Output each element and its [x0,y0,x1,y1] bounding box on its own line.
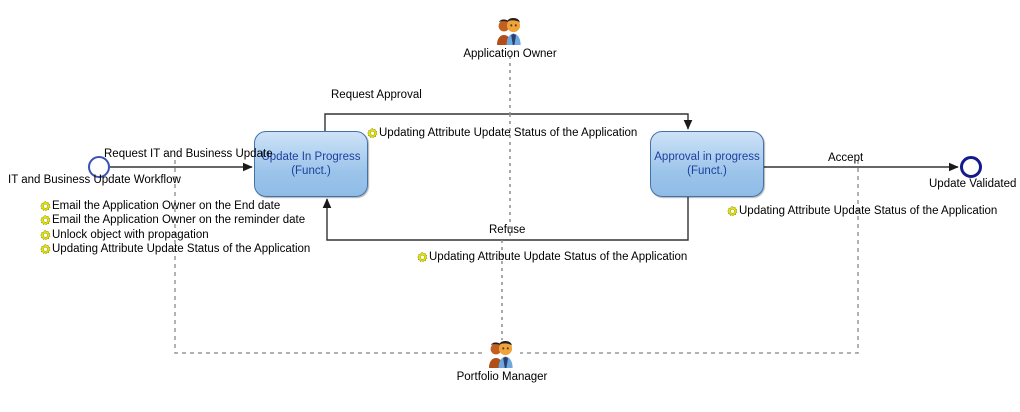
annotation-start-email-reminder-date: Email the Application Owner on the remin… [40,214,305,227]
gear-icon [40,215,51,226]
end-node[interactable] [960,156,982,178]
association-start-to-portfolio-manager [174,160,485,354]
connector-request-approval [324,113,693,131]
edge-label-request-approval: Request Approval [331,89,422,101]
connector-refuse [322,197,689,241]
gear-icon [40,244,51,255]
annotation-text: Unlock object with propagation [52,229,209,241]
start-node-label: IT and Business Update Workflow [8,174,181,186]
annotation-start-email-end-date: Email the Application Owner on the End d… [40,200,280,213]
annotation-refuse-updating-attribute: Updating Attribute Update Status of the … [417,251,687,264]
annotation-text: Email the Application Owner on the End d… [52,200,281,212]
annotation-request-approval-updating-attribute: Updating Attribute Update Status of the … [367,127,637,140]
annotation-text: Updating Attribute Update Status of the … [429,251,688,263]
annotation-start-unlock-object: Unlock object with propagation [40,229,209,242]
edge-label-accept: Accept [828,152,864,164]
activity-approval-in-progress[interactable]: Approval in progress (Funct.) [650,131,764,197]
gear-icon [40,201,51,212]
activity-update-in-progress-label-1: Update In Progress [261,151,361,163]
gear-icon [367,128,378,139]
gear-icon [417,252,428,263]
annotation-text: Updating Attribute Update Status of the … [739,205,998,217]
annotation-text: Updating Attribute Update Status of the … [379,127,638,139]
annotation-start-updating-attribute: Updating Attribute Update Status of the … [40,243,310,256]
actor-portfolio-manager-label: Portfolio Manager [456,371,548,383]
actor-portfolio-manager-icon[interactable] [485,337,519,369]
annotation-text: Updating Attribute Update Status of the … [52,243,311,255]
edge-label-refuse: Refuse [489,224,526,236]
actor-application-owner-label: Application Owner [463,48,557,60]
gear-icon [727,206,738,217]
edge-label-request-it-and-business-update: Request IT and Business Update [104,148,273,160]
activity-approval-in-progress-label-1: Approval in progress [654,151,760,163]
annotation-accept-updating-attribute: Updating Attribute Update Status of the … [727,205,997,218]
activity-update-in-progress[interactable]: Update In Progress (Funct.) [254,131,368,197]
end-node-label: Update Validated [929,178,1017,190]
activity-approval-in-progress-label-2: (Funct.) [687,165,727,177]
annotation-text: Email the Application Owner on the remin… [52,214,306,226]
start-node[interactable] [88,156,110,178]
activity-update-in-progress-label-2: (Funct.) [291,165,331,177]
actor-application-owner-icon[interactable] [493,14,527,46]
association-accept-to-portfolio-manager [520,160,859,354]
gear-icon [40,230,51,241]
